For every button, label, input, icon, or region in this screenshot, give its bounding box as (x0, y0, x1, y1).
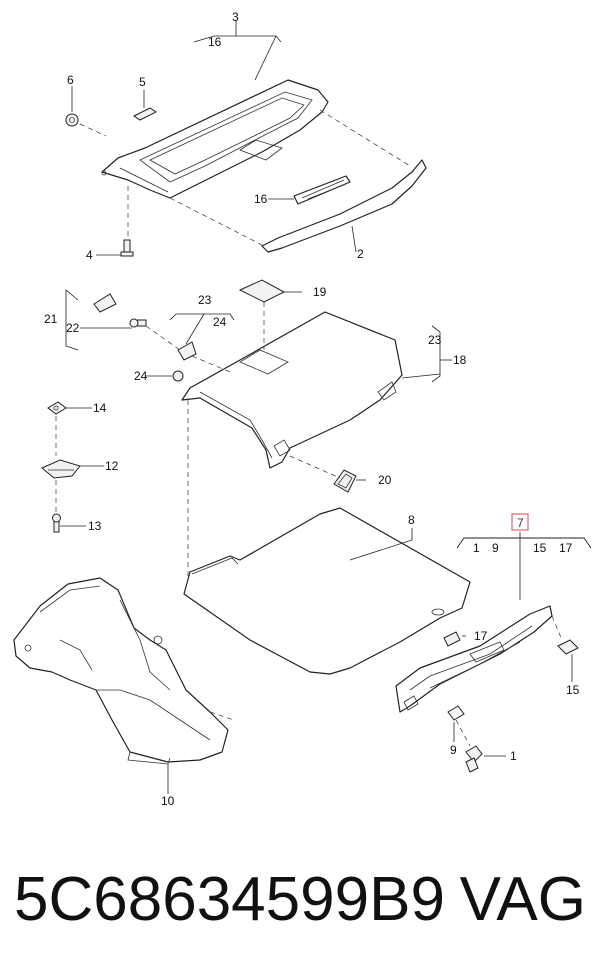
label-16: 16 (254, 192, 268, 206)
parcel-shelf (101, 79, 329, 199)
clip-9 (447, 705, 465, 721)
label-24: 24 (134, 369, 148, 383)
parts-diagram: 3 16 6 5 16 4 2 19 21 22 23 24 23 18 24 … (13, 10, 592, 808)
clip-17 (443, 631, 461, 647)
label-1: 1 (510, 749, 517, 763)
bolt-4 (120, 239, 134, 257)
retainer-12 (41, 459, 81, 479)
label-1-top: 1 (473, 541, 480, 555)
part-number: 5C68634599B9 (14, 865, 445, 934)
label-23-right: 23 (428, 333, 442, 347)
label-13: 13 (88, 519, 102, 533)
label-18: 18 (453, 353, 467, 367)
label-14: 14 (93, 401, 107, 415)
clip-21 (93, 293, 117, 313)
clip-15 (557, 639, 579, 655)
clip-1 (465, 745, 483, 773)
label-20: 20 (378, 473, 392, 487)
sill-cover-7 (395, 605, 553, 713)
label-19: 19 (313, 285, 327, 299)
clip-14 (47, 401, 67, 415)
clip-23 (177, 341, 197, 361)
footer: 5C68634599B9 VAG (0, 860, 600, 960)
label-17: 17 (474, 629, 488, 643)
trim-strip (261, 159, 427, 253)
brake-light (293, 175, 351, 205)
label-4: 4 (86, 248, 93, 262)
label-24-left: 24 (213, 315, 227, 329)
label-10: 10 (161, 794, 175, 808)
label-17-top: 17 (559, 541, 573, 555)
cover-19 (238, 279, 286, 303)
floor-cover-18 (181, 311, 403, 469)
label-15: 15 (566, 683, 580, 697)
brand-name: VAG (459, 865, 586, 934)
label-23-left: 23 (198, 293, 212, 307)
cap-6 (65, 113, 79, 127)
label-5: 5 (139, 75, 146, 89)
screw-13 (52, 513, 61, 533)
label-16-top: 16 (208, 35, 222, 49)
label-3: 3 (232, 10, 239, 24)
label-8: 8 (408, 513, 415, 527)
label-21: 21 (44, 312, 58, 326)
floor-mat-8 (183, 507, 471, 675)
label-7: 7 (517, 516, 524, 530)
cap-24 (172, 370, 184, 382)
label-9-top: 9 (492, 541, 499, 555)
label-15-top: 15 (533, 541, 547, 555)
label-9: 9 (450, 743, 457, 757)
side-trim-10 (13, 577, 229, 765)
clip-5 (133, 107, 157, 121)
grommet-20 (333, 469, 357, 493)
label-22: 22 (66, 321, 80, 335)
label-6: 6 (67, 73, 74, 87)
label-2: 2 (357, 247, 364, 261)
screw-22 (129, 318, 147, 328)
label-12: 12 (105, 459, 119, 473)
